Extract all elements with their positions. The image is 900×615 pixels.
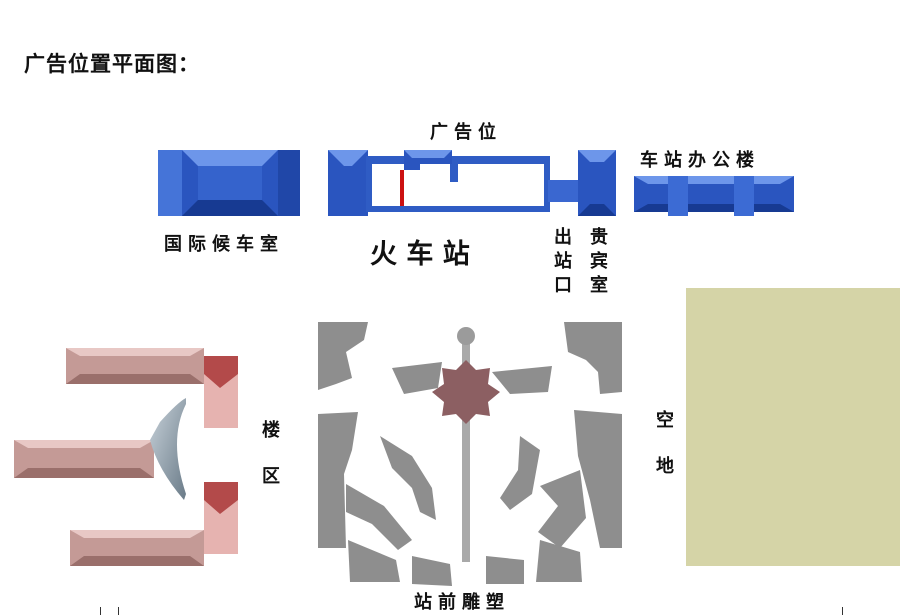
residential-blocks: [14, 348, 238, 566]
page-title: 广告位置平面图：: [24, 52, 200, 76]
page-margin-tick: [118, 607, 119, 615]
intl-waiting-room-building: [158, 150, 300, 216]
page-margin-tick: [100, 607, 101, 615]
station-office-label: 车站办公楼: [640, 150, 760, 171]
station-label: 火 车 站: [370, 239, 470, 270]
page-margin-tick: [842, 607, 843, 615]
intl-waiting-label: 国际候车室: [164, 234, 284, 255]
open-space-area: [686, 288, 900, 566]
vip-room-building: [578, 150, 616, 216]
railway-station-building: [328, 150, 580, 216]
ad-slot-label: 广告位: [430, 122, 502, 143]
vip-room-label: 贵宾室: [590, 227, 608, 296]
ad-slot-marker: [400, 170, 404, 206]
station-office-building: [634, 176, 794, 216]
exit-label: 出站口: [554, 227, 572, 296]
open-space-label: 空地: [656, 410, 674, 477]
station-plaza: [318, 322, 622, 586]
sculpture-label: 站前雕塑: [414, 592, 510, 613]
sculpture-shape: [432, 360, 500, 424]
buildings-label: 楼区: [262, 420, 280, 487]
